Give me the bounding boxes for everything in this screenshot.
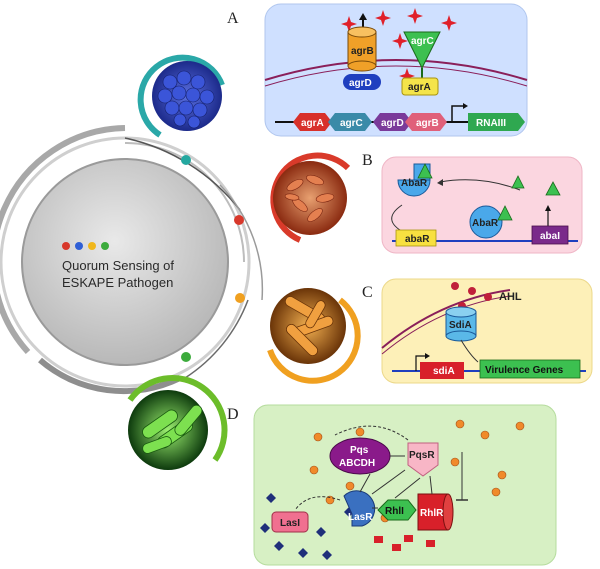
agrB-protein-label: agrB: [351, 46, 374, 57]
panel-a-agr-system: agrB agrC agrD agrA agrA agrC agrD agrB …: [264, 3, 528, 137]
abaR-gene-label: abaR: [405, 234, 430, 245]
abaR-protein-top-label: AbaR: [401, 178, 428, 189]
orange-node: [235, 293, 245, 303]
blue-dot: [75, 242, 83, 250]
panel-letter-a: A: [227, 10, 239, 27]
panel-d-pseudomonas-system: Pqs ABCDH PqsR LasI LasR RhlI RhlR: [253, 404, 557, 566]
sdiA-protein-label: SdiA: [449, 320, 472, 331]
panel-c-sdia-system: AHL SdiA sdiA Virulence Genes: [381, 278, 593, 384]
pqsR-label: PqsR: [409, 450, 435, 461]
agrD-protein-label: agrD: [349, 78, 372, 89]
rhlR-label: RhlR: [420, 508, 444, 519]
center-title-line1: Quorum Sensing of: [62, 258, 174, 273]
ahl-label: AHL: [499, 291, 522, 303]
center-hub: Quorum Sensing of ESKAPE Pathogen: [0, 125, 251, 395]
panel-letter-c: C: [362, 284, 373, 301]
lasR-label: LasR: [348, 512, 373, 523]
bacteria-pseudomonas-image: [127, 375, 228, 470]
lasI-label: LasI: [280, 518, 300, 529]
rhlI-label: RhlI: [385, 506, 404, 517]
panel-b-abar-system: AbaR abaR AbaR abaI: [381, 156, 583, 254]
bacteria-staph-image: [137, 54, 225, 138]
red-dot: [62, 242, 70, 250]
pqs-line2-label: ABCDH: [339, 458, 375, 469]
panel-letter-d: D: [227, 406, 239, 423]
yellow-dot: [88, 242, 96, 250]
gene-agrA-label: agrA: [301, 118, 324, 129]
gene-agrC-label: agrC: [340, 118, 363, 129]
center-title-line2: ESKAPE Pathogen: [62, 275, 173, 290]
green-dot: [101, 242, 109, 250]
virulence-genes-label: Virulence Genes: [485, 365, 564, 376]
connector-arcs: [124, 137, 264, 379]
teal-node: [181, 155, 191, 165]
bacteria-ecoli-image: [267, 288, 361, 384]
pqs-line1-label: Pqs: [350, 445, 369, 456]
abaI-gene-label: abaI: [540, 231, 560, 242]
agrA-protein-label: agrA: [408, 82, 431, 93]
panel-letter-b: B: [362, 152, 373, 169]
green-node: [181, 352, 191, 362]
bacteria-acinetobacter-image: [270, 152, 351, 243]
gene-agrD-label: agrD: [381, 118, 404, 129]
gene-agrB-label: agrB: [416, 118, 439, 129]
sdiA-gene-label: sdiA: [433, 366, 455, 377]
agrC-protein-label: agrC: [411, 36, 434, 47]
red-node: [234, 215, 244, 225]
abaR-protein-mid-label: AbaR: [472, 218, 499, 229]
gene-rnaiii-label: RNAIII: [476, 118, 506, 129]
